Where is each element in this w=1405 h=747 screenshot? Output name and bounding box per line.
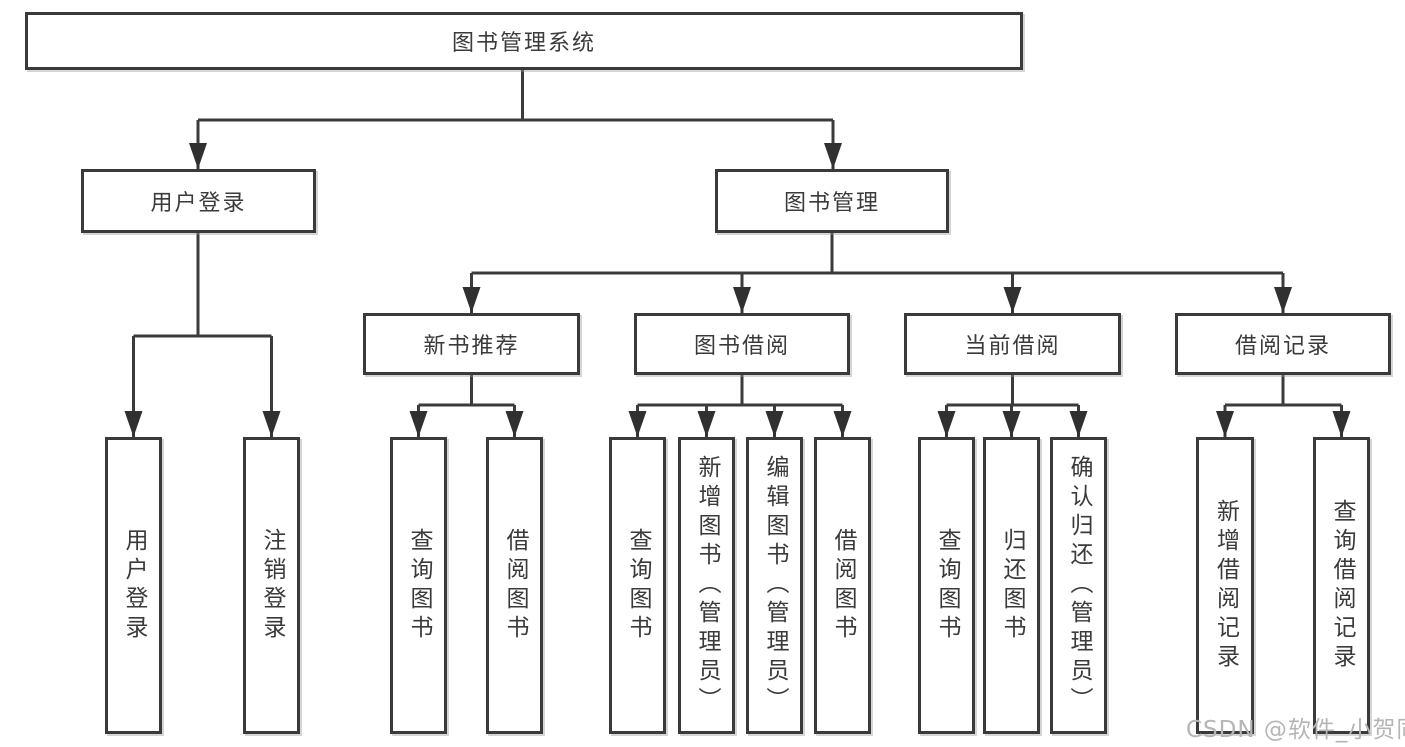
node-borrow-records: 借阅记录 xyxy=(1175,313,1391,375)
leaf-confirm-return-admin: 确认归还（管理员） xyxy=(1050,437,1107,734)
node-new-book-recommend: 新书推荐 xyxy=(363,313,580,375)
leaf-query-books-borrow: 查询图书 xyxy=(609,437,666,734)
connector-current-borrow-to-leaves xyxy=(937,375,1088,437)
leaf-add-borrow-record: 新增借阅记录 xyxy=(1196,437,1254,734)
connector-book-borrow-to-leaves xyxy=(628,375,852,437)
node-root-system: 图书管理系统 xyxy=(25,12,1023,70)
leaf-return-books: 归还图书 xyxy=(983,437,1040,734)
node-book-borrow: 图书借阅 xyxy=(634,313,850,375)
leaf-borrow-books-recommend: 借阅图书 xyxy=(486,437,543,734)
leaf-query-borrow-record: 查询借阅记录 xyxy=(1313,437,1370,734)
connector-root-to-level2 xyxy=(189,70,842,169)
connector-book-management-to-level3 xyxy=(462,233,1292,313)
connector-borrow-records-to-leaves xyxy=(1216,375,1351,437)
leaf-borrow-books: 借阅图书 xyxy=(814,437,871,734)
node-book-management: 图书管理 xyxy=(715,169,949,233)
leaf-query-books-recommend: 查询图书 xyxy=(390,437,447,734)
connector-new-book-recommend-to-leaves xyxy=(409,375,524,437)
leaf-edit-books-admin: 编辑图书（管理员） xyxy=(746,437,803,734)
connector-user-login-to-leaves xyxy=(124,233,281,437)
leaf-user-login: 用户登录 xyxy=(105,437,162,734)
node-current-borrow: 当前借阅 xyxy=(904,313,1121,375)
node-user-login: 用户登录 xyxy=(81,169,316,233)
leaf-logout: 注销登录 xyxy=(243,437,300,734)
csdn-watermark: CSDN @软件_小贺同学 xyxy=(1186,717,1405,743)
leaf-add-books-admin: 新增图书（管理员） xyxy=(678,437,735,734)
leaf-query-books-current: 查询图书 xyxy=(918,437,975,734)
